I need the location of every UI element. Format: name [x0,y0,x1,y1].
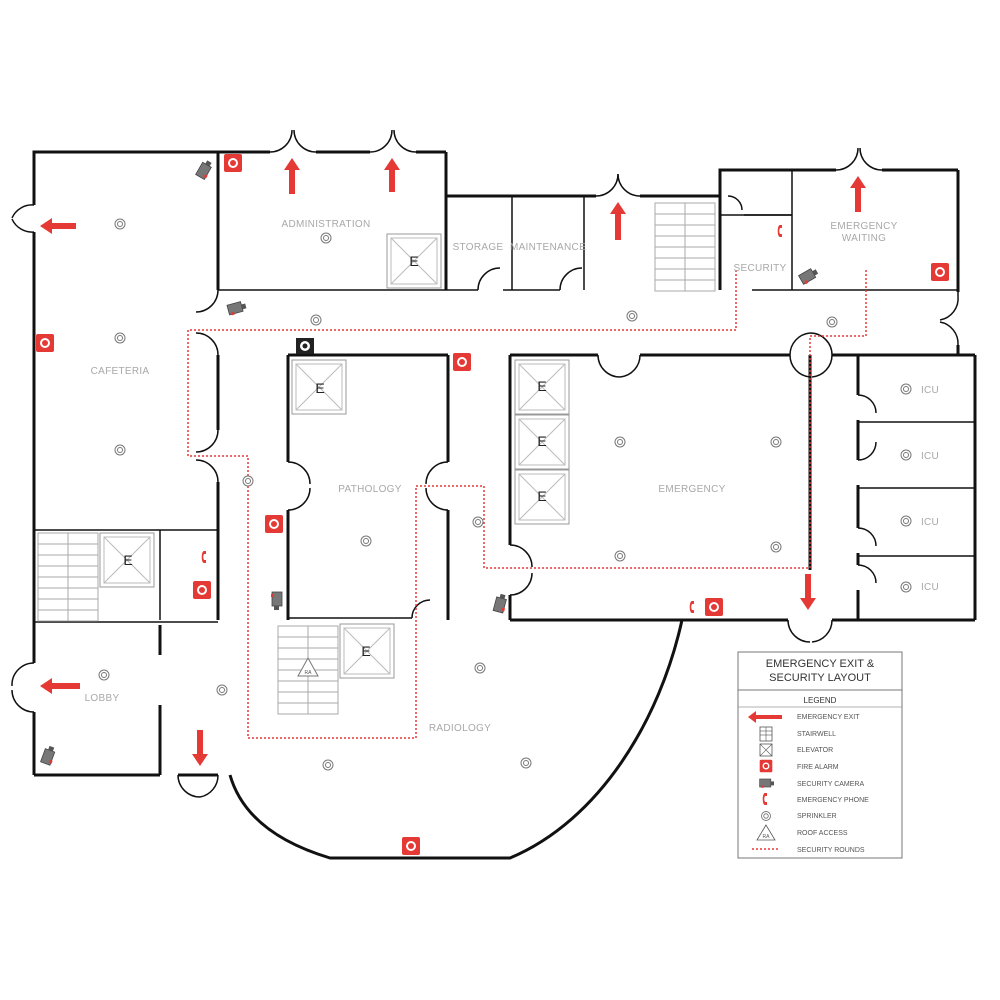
legend-label-stairwell: STAIRWELL [797,731,836,738]
legend-label-sprinkler: SPRINKLER [797,813,837,820]
room-emergency-waiting-line2: WAITING [842,233,887,244]
room-emergency: EMERGENCY [658,484,725,495]
legend-label-security-rounds: SECURITY ROUNDS [797,847,865,854]
room-maintenance: MAINTENANCE [510,242,586,253]
legend: EMERGENCY EXIT & SECURITY LAYOUT LEGEND … [737,651,903,859]
legend-heading: LEGEND [804,696,837,705]
room-emergency-waiting-line1: EMERGENCY [830,221,897,232]
elevator-labels: E E E E E E E [123,253,546,659]
elevator-label-lobby: E [123,552,132,568]
room-storage: STORAGE [453,242,504,253]
room-icu-4: ICU [921,582,939,593]
legend-label-emergency-exit: EMERGENCY EXIT [797,714,860,721]
legend-title-line2: SECURITY LAYOUT [769,672,871,684]
elevator-label-emergency-2: E [537,433,546,449]
room-labels: ADMINISTRATION STORAGE MAINTENANCE SECUR… [85,219,939,734]
legend-roof-access-icon-text: RA [763,834,771,840]
room-radiology: RADIOLOGY [429,723,491,734]
room-cafeteria: CAFETERIA [91,366,150,377]
legend-exit-arrow-icon [748,711,782,723]
legend-stairwell-icon [759,726,773,742]
room-pathology: PATHOLOGY [338,484,401,495]
elevator-label-emergency-3: E [537,488,546,504]
roof-access-icon [297,656,319,677]
legend-label-emergency-phone: EMERGENCY PHONE [797,797,869,804]
room-security: SECURITY [734,263,787,274]
room-icu-1: ICU [921,385,939,396]
legend-fire-alarm-icon [759,759,773,773]
stairwells: RA [37,202,716,715]
legend-label-roof-access: ROOF ACCESS [797,830,848,837]
room-administration: ADMINISTRATION [281,219,370,230]
elevator-label-emergency-1: E [537,378,546,394]
elevator-label-pathology: E [315,380,324,396]
legend-elevator-icon [759,743,773,757]
security-rounds-path [187,268,867,739]
elevator-label-radiology: E [361,643,370,659]
doors [11,129,959,798]
room-lobby: LOBBY [85,693,120,704]
room-icu-2: ICU [921,451,939,462]
legend-label-elevator: ELEVATOR [797,747,833,754]
emergency-exit-arrows [40,158,866,766]
roof-access-label: RA [305,670,313,676]
legend-label-security-camera: SECURITY CAMERA [797,781,864,788]
legend-roof-access-icon [756,824,776,841]
elevator-label-admin: E [409,253,418,269]
room-icu-3: ICU [921,517,939,528]
legend-sprinkler-icon [761,811,771,821]
legend-title-line1: EMERGENCY EXIT & [766,658,875,670]
legend-label-fire-alarm: FIRE ALARM [797,764,839,771]
security-cameras [40,158,821,767]
